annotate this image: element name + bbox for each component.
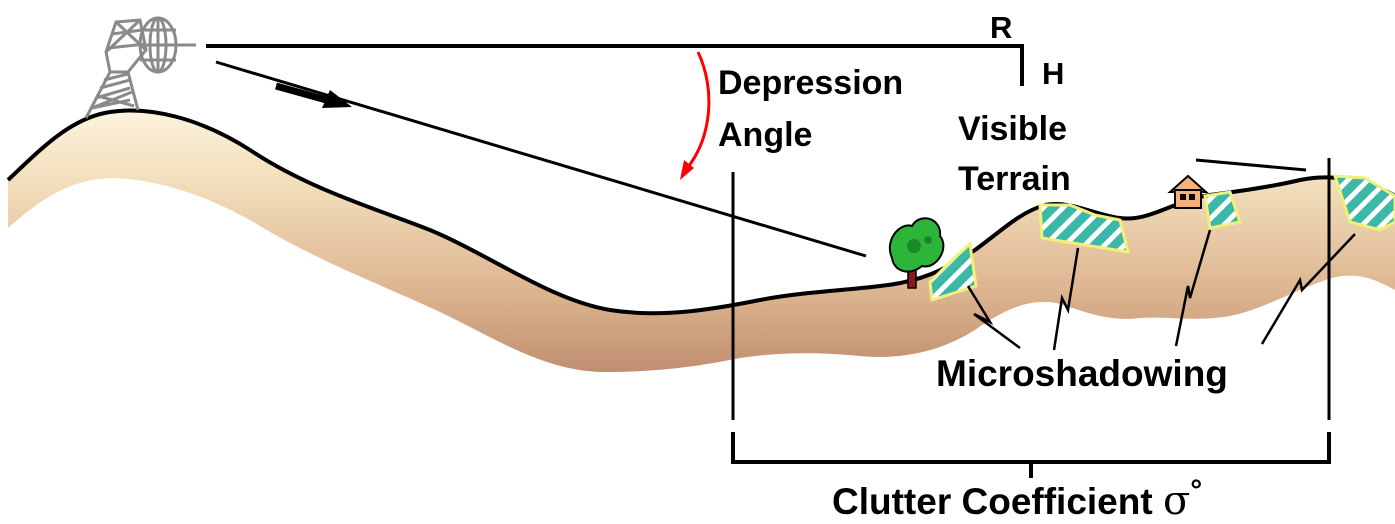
clutter-coefficient-text: Clutter Coefficient [832,481,1163,522]
microshadow-patch [1038,203,1131,254]
clutter-coefficient-label: Clutter Coefficient σ° [832,474,1202,524]
arrow-right-icon [275,82,352,108]
sigma-symbol: σ [1163,478,1190,524]
depression-angle-label-line2: Angle [718,116,812,154]
microshadow-pointer [1260,233,1356,345]
grazing-line [1195,158,1307,172]
microshadow-patch [1203,190,1242,230]
house-icon [1167,174,1209,209]
microshadow-patches [928,174,1395,302]
height-label: H [1042,56,1064,91]
microshadowing-label: Microshadowing [936,353,1228,394]
microshadow-patch [1332,174,1395,232]
radar-tower-icon [84,16,196,119]
microshadow-pointers [966,229,1356,351]
tree-icon [889,217,945,289]
depression-angle-label-line1: Depression [718,64,903,102]
microshadow-pointer [1052,247,1080,351]
depression-angle-arrow [680,51,711,180]
microshadow-pointer [966,285,1021,350]
visible-terrain-label-line1: Visible [958,110,1067,148]
microshadow-patch [928,241,978,302]
degree-symbol: ° [1190,474,1202,507]
range-line [206,44,1024,86]
microshadow-pointer [1174,229,1212,347]
terrain-band [8,110,1395,373]
line-of-sight [215,60,867,258]
visible-terrain-label-line2: Terrain [958,160,1071,198]
range-label: R [990,10,1012,45]
clutter-bracket [731,432,1331,464]
